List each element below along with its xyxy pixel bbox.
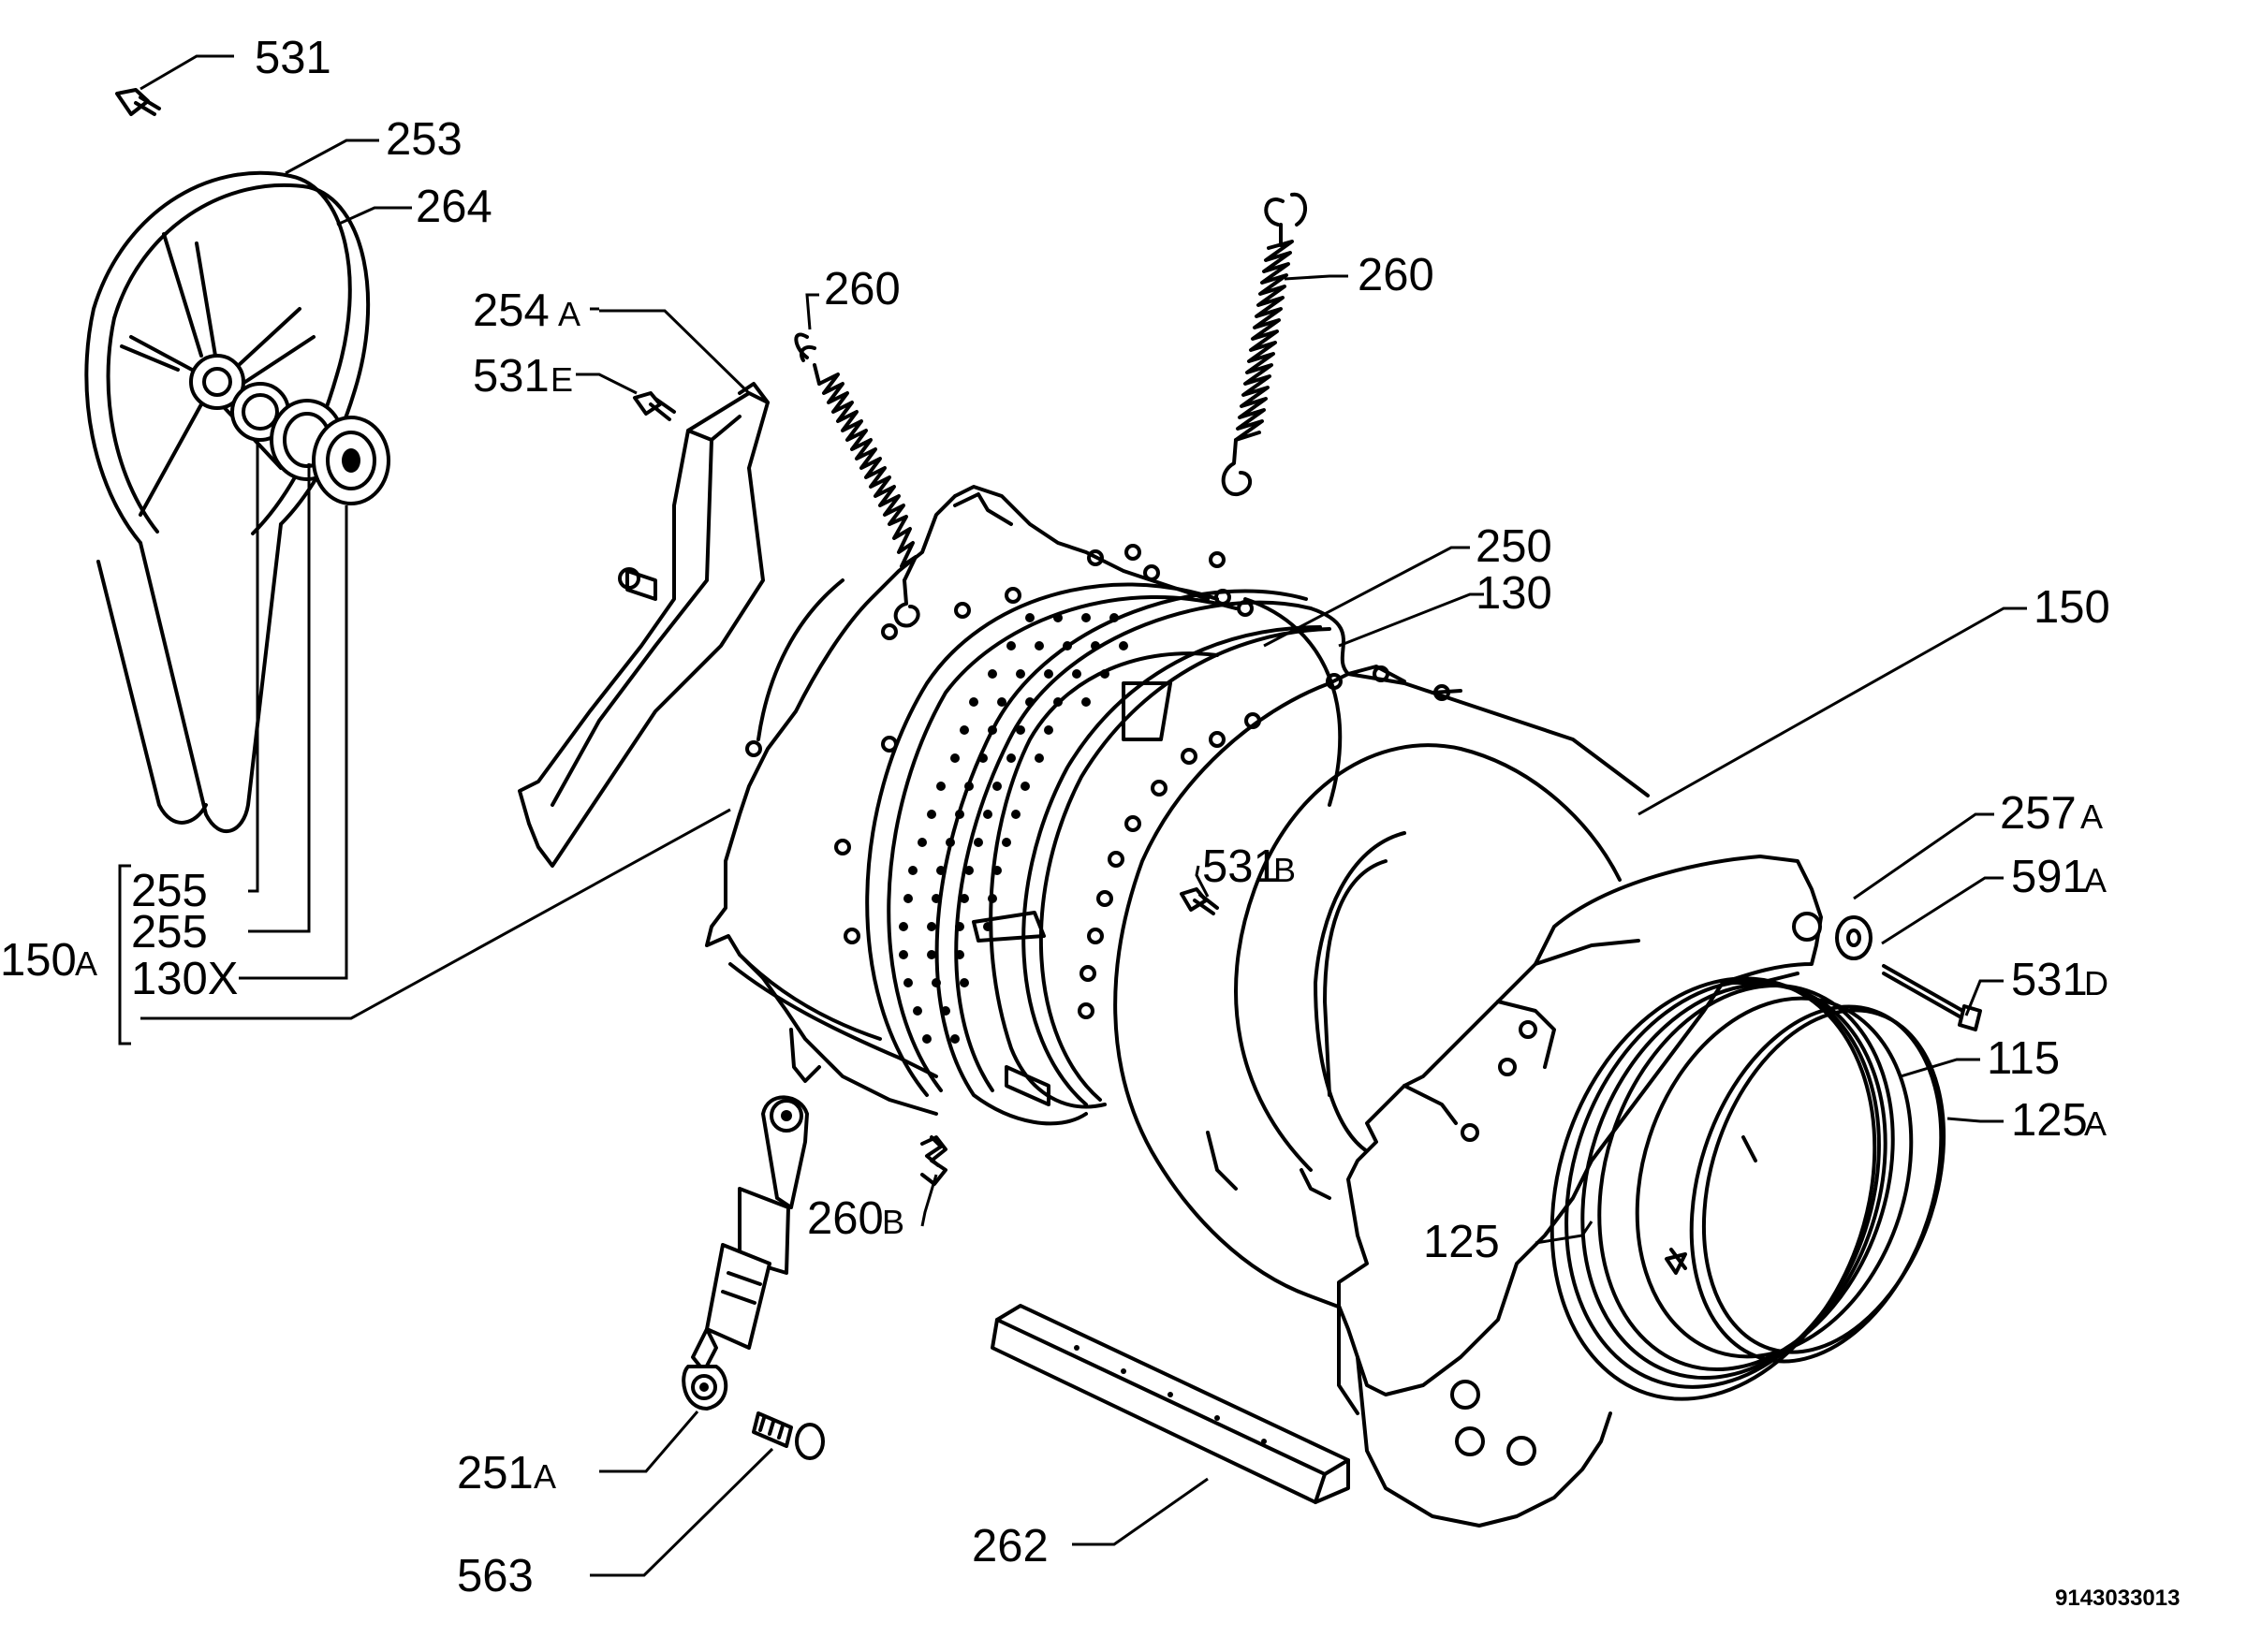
label-257-suffix: A bbox=[2080, 797, 2103, 836]
label-531d: 531 bbox=[2011, 955, 2088, 1005]
label-255-b: 255 bbox=[131, 907, 208, 958]
clamp-ring-125a-drawing bbox=[1689, 1004, 1946, 1364]
spring-260-left-drawing bbox=[794, 332, 920, 628]
label-150a: 150 bbox=[0, 935, 77, 986]
label-250: 250 bbox=[1476, 521, 1552, 572]
label-531e: 531 bbox=[473, 351, 550, 402]
label-264: 264 bbox=[416, 182, 492, 232]
screw-531-drawing bbox=[115, 88, 161, 116]
label-260-right: 260 bbox=[1358, 250, 1434, 300]
label-115: 115 bbox=[1987, 1033, 2060, 1084]
label-531: 531 bbox=[255, 33, 331, 83]
label-260b-suffix: B bbox=[882, 1203, 904, 1241]
label-255-a: 255 bbox=[131, 866, 208, 916]
drum-250-drawing bbox=[865, 582, 1350, 1126]
label-125a: 125 bbox=[2011, 1095, 2088, 1146]
counterweight-257a-drawing bbox=[1337, 855, 1823, 1528]
label-130: 130 bbox=[1476, 568, 1552, 619]
bolt-531d-drawing bbox=[1882, 964, 1982, 1031]
label-125: 125 bbox=[1423, 1217, 1500, 1267]
bolt-563-drawing bbox=[752, 1411, 825, 1460]
base-strip-262-drawing bbox=[991, 1304, 1350, 1504]
screw-531e-drawing bbox=[633, 391, 676, 421]
label-260-left: 260 bbox=[824, 264, 901, 314]
label-531e-suffix: E bbox=[551, 360, 573, 399]
label-531b-suffix: B bbox=[1273, 851, 1296, 889]
label-251a-suffix: A bbox=[534, 1457, 556, 1496]
label-254: 254 bbox=[473, 285, 550, 336]
washer-591a-drawing bbox=[1835, 915, 1872, 960]
label-531b: 531 bbox=[1202, 841, 1279, 892]
clip-260b-drawing bbox=[920, 1135, 947, 1186]
door-seal-125-drawing bbox=[1549, 976, 1914, 1401]
label-531d-suffix: D bbox=[2084, 964, 2108, 1002]
label-260b: 260 bbox=[807, 1193, 884, 1244]
label-563: 563 bbox=[457, 1551, 534, 1601]
label-257: 257 bbox=[2000, 788, 2077, 839]
drum-inner-ring bbox=[972, 651, 1219, 1109]
document-id: 9143033013 bbox=[2055, 1586, 2180, 1611]
label-150: 150 bbox=[2034, 582, 2110, 633]
label-591: 591 bbox=[2011, 852, 2088, 902]
shock-absorber-251a-drawing bbox=[682, 1095, 809, 1411]
label-254-suffix: A bbox=[558, 295, 580, 333]
label-130x: 130X bbox=[131, 954, 238, 1004]
front-tub-150-drawing bbox=[1078, 665, 1650, 1312]
pulley-drawing bbox=[84, 170, 390, 834]
label-125a-suffix: A bbox=[2084, 1104, 2107, 1143]
label-251a: 251 bbox=[457, 1448, 534, 1498]
screw-531b-drawing bbox=[1180, 887, 1219, 915]
part-labels: 531 253 264 254 A 531 E 260 260 250 130 … bbox=[0, 33, 2180, 1611]
label-591-suffix: A bbox=[2084, 861, 2107, 899]
rear-tub-drawing bbox=[705, 485, 1254, 1116]
label-253: 253 bbox=[386, 114, 463, 165]
label-262: 262 bbox=[972, 1521, 1049, 1572]
bracket-254a-drawing bbox=[518, 382, 770, 868]
label-150a-suffix: A bbox=[75, 944, 97, 983]
spring-260-right-drawing bbox=[1221, 192, 1307, 497]
seal-ring-130-drawing bbox=[1021, 625, 1331, 1106]
leader-lines bbox=[118, 54, 2027, 1577]
drum-perforations bbox=[899, 613, 1128, 1044]
